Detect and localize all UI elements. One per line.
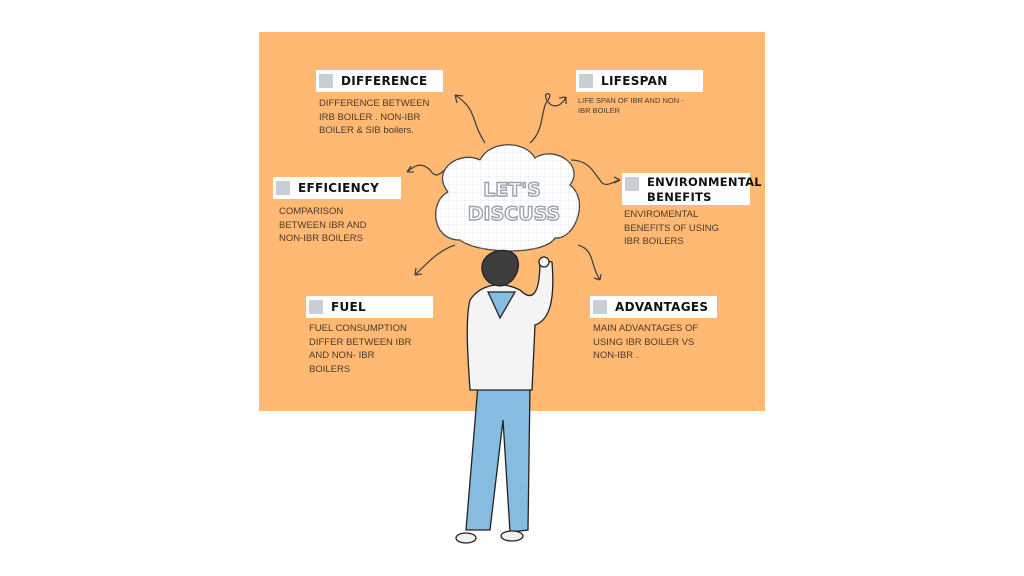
topic-efficiency-text: COMPARISON BETWEEN IBR AND NON-IBR BOILE… <box>279 206 367 244</box>
square-icon <box>579 74 593 88</box>
topic-title: EFFICIENCY <box>298 181 380 195</box>
arrows <box>406 93 621 281</box>
cloud-title-line2: DISCUSS <box>468 203 560 225</box>
topic-environmental-label: ENVIRONMENTAL BENEFITS <box>622 173 762 205</box>
topic-difference-label: DIFFERENCE <box>316 70 443 92</box>
topic-advantages-label: ADVANTAGES <box>590 296 717 318</box>
topic-title: ADVANTAGES <box>615 300 709 314</box>
topic-lifespan-text: LIFE SPAN OF IBR AND NON - IBR BOILER <box>578 96 684 115</box>
square-icon <box>276 181 290 195</box>
topic-environmental-text: ENVIROMENTAL BENEFITS OF USING IBR BOILE… <box>624 209 720 247</box>
square-icon <box>309 300 323 314</box>
topic-lifespan-label: LIFESPAN <box>576 70 703 92</box>
topic-title: LIFESPAN <box>601 74 668 88</box>
topic-title: FUEL <box>331 300 366 314</box>
topic-fuel-text: FUEL CONSUMPTION DIFFER BETWEEN IBR AND … <box>309 323 412 375</box>
topic-advantages-text: MAIN ADVANTAGES OF USING IBR BOILER VS N… <box>593 323 699 361</box>
topic-fuel-label: FUEL <box>306 296 433 318</box>
thought-cloud: LET'S DISCUSS <box>435 144 581 252</box>
topic-title: DIFFERENCE <box>341 74 428 88</box>
square-icon <box>593 300 607 314</box>
topic-difference-text: DIFFERENCE BETWEEN IRB BOILER . NON-IBR … <box>319 98 430 136</box>
topic-title: ENVIRONMENTAL BENEFITS <box>647 175 762 204</box>
cloud-title-line1: LET'S <box>483 179 541 201</box>
square-icon <box>625 177 639 191</box>
person <box>455 249 554 544</box>
square-icon <box>319 74 333 88</box>
topic-efficiency-label: EFFICIENCY <box>273 177 401 199</box>
